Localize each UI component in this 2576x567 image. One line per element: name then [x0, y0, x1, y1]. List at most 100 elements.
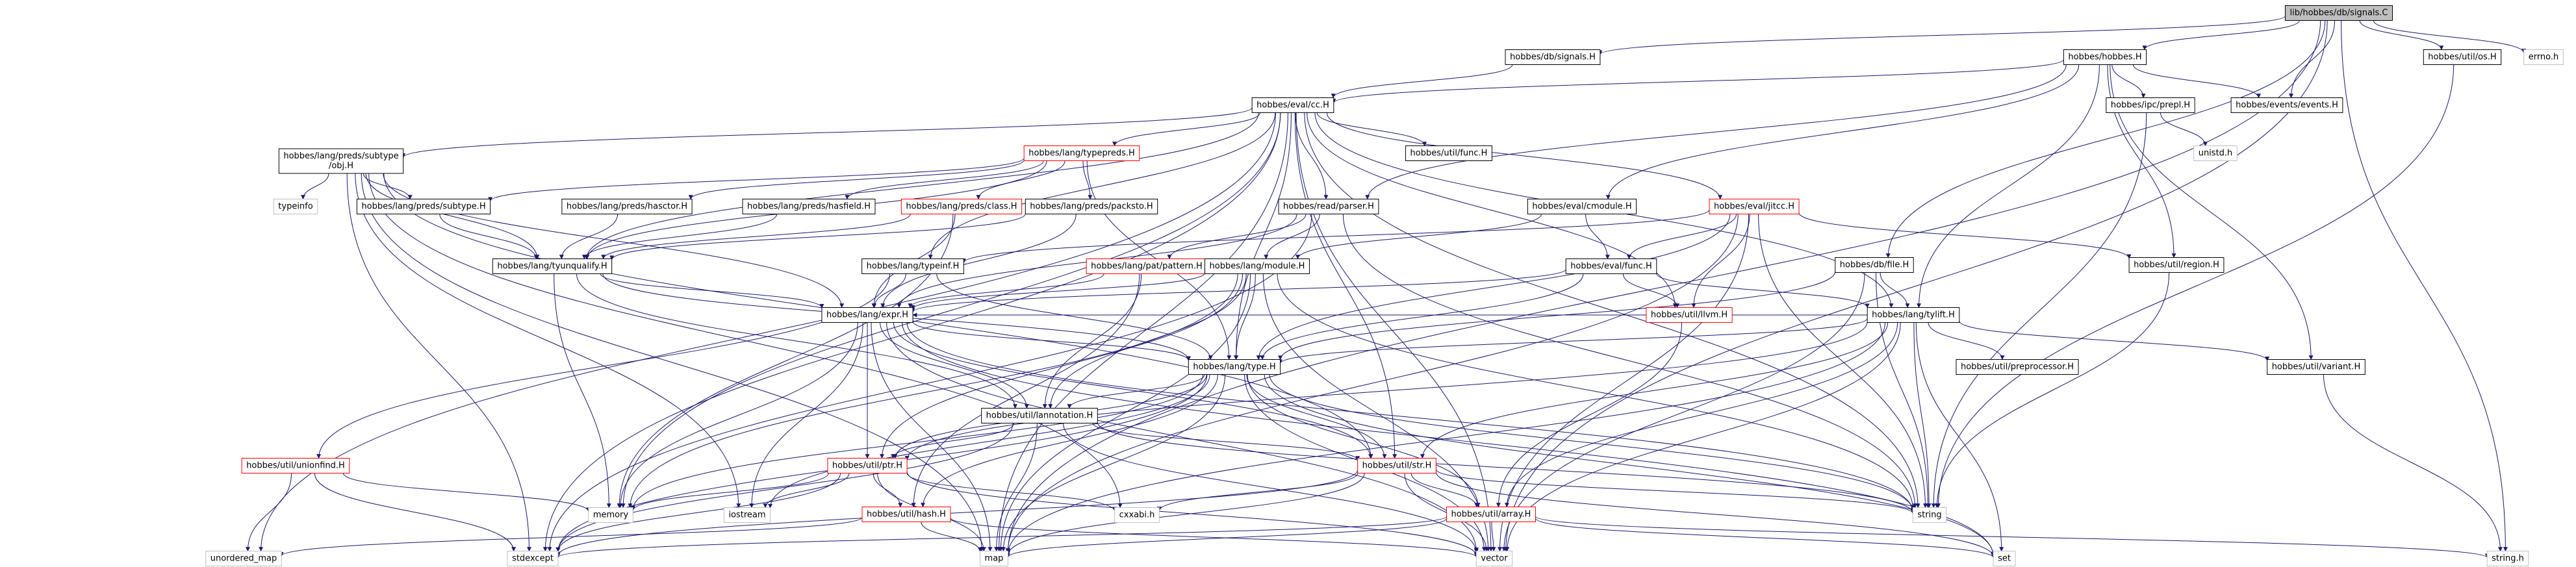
node-box: [1446, 507, 1536, 522]
node-box: [1956, 359, 2079, 375]
nodes-layer: lib/hobbes/db/signals.C hobbes/db/signals…: [205, 5, 2564, 566]
node-eval-cc-h[interactable]: hobbes/eval/cc.H: [1251, 97, 1334, 113]
edge-root-to-db-signals-h: [1598, 16, 2286, 55]
node-tyunqualify-h[interactable]: hobbes/lang/tyunqualify.H: [492, 258, 613, 274]
node-util-hash-h[interactable]: hobbes/util/hash.H: [861, 507, 951, 522]
node-box: [1023, 145, 1140, 161]
edge-util-str-h-to-cxxabi-h: [1156, 473, 1358, 512]
node-box: [1205, 258, 1310, 274]
node-root[interactable]: lib/hobbes/db/signals.C: [2284, 5, 2393, 21]
node-util-func-h[interactable]: hobbes/util/func.H: [1405, 145, 1492, 161]
node-db-signals-h[interactable]: hobbes/db/signals.H: [1505, 49, 1601, 65]
node-box: [1646, 307, 1733, 323]
node-preds-class-h[interactable]: hobbes/lang/preds/class.H: [900, 199, 1023, 214]
edge-root-to-errno-h: [2373, 20, 2527, 54]
edge-lang-type-h-to-util-array-h: [1247, 374, 1481, 508]
node-util-llvm-h[interactable]: hobbes/util/llvm.H: [1646, 307, 1733, 323]
node-vector: vector: [1475, 551, 1513, 566]
node-box: [1278, 199, 1379, 214]
node-typeinfo: typeinfo: [273, 199, 318, 214]
node-preds-subtype-h[interactable]: hobbes/lang/preds/subtype.H: [356, 199, 491, 214]
node-typeinf-h[interactable]: hobbes/lang/typeinf.H: [861, 258, 964, 274]
node-label: string.h: [2492, 554, 2524, 564]
node-label: hobbes/eval/func.H: [1570, 262, 1652, 271]
node-label: hobbes/lang/preds/hasfield.H: [747, 202, 871, 212]
node-lang-module-h[interactable]: hobbes/lang/module.H: [1205, 258, 1310, 274]
node-eval-func-h[interactable]: hobbes/eval/func.H: [1565, 258, 1657, 274]
node-eval-cmodule-h[interactable]: hobbes/eval/cmodule.H: [1527, 199, 1637, 214]
edge-eval-cmodule-h-to-lang-module-h: [1295, 214, 1542, 260]
node-box: [1867, 307, 1960, 323]
node-box: [561, 199, 693, 214]
node-db-file-h[interactable]: hobbes/db/file.H: [1835, 257, 1914, 273]
node-util-array-h[interactable]: hobbes/util/array.H: [1446, 507, 1536, 522]
node-box: [278, 148, 404, 174]
node-tylift-h[interactable]: hobbes/lang/tylift.H: [1867, 307, 1960, 323]
node-eval-jitcc-h[interactable]: hobbes/eval/jitcc.H: [1709, 199, 1800, 214]
node-label: hobbes/lang/preds/packsto.H: [1030, 202, 1153, 212]
edge-hobbes-h-to-eval-cc-h: [1331, 59, 2064, 103]
edge-eval-cc-h-to-unordered-map: [259, 112, 1276, 552]
node-hobbes-h[interactable]: hobbes/hobbes.H: [2063, 49, 2147, 65]
node-box: [2106, 97, 2195, 113]
edge-tylift-h-to-util-array-h: [1504, 322, 1898, 508]
node-label: hobbes/read/parser.H: [1283, 202, 1374, 212]
node-pat-pattern-h[interactable]: hobbes/lang/pat/pattern.H: [1086, 258, 1208, 274]
edge-hobbes-h-to-read-parser-h: [1365, 64, 2067, 200]
edge-util-str-h-to-vector: [1404, 473, 1489, 552]
node-util-region-h[interactable]: hobbes/util/region.H: [2128, 257, 2225, 273]
node-util-preprocessor-h[interactable]: hobbes/util/preprocessor.H: [1956, 359, 2079, 375]
edge-eval-cc-h-to-eval-jitcc-h: [1326, 112, 1723, 200]
edge-eval-cc-h-to-string: [1304, 112, 1920, 509]
edge-eval-cc-h-to-typeinf-h: [928, 112, 1276, 260]
node-events-h[interactable]: hobbes/events/events.H: [2230, 97, 2343, 113]
node-util-os-h[interactable]: hobbes/util/os.H: [2423, 49, 2502, 65]
edge-typeinf-h-to-lang-type-h: [936, 273, 1213, 360]
edge-root-to-util-os-h: [2359, 20, 2444, 51]
edge-tylift-h-to-lang-type-h: [1278, 318, 1868, 364]
edge-ipc-prepl-h-to-string: [1931, 112, 2147, 509]
edge-tylift-h-to-string: [1913, 322, 1932, 509]
node-read-parser-h[interactable]: hobbes/read/parser.H: [1278, 199, 1379, 214]
edge-util-lannotation-h-to-string: [1097, 422, 1915, 514]
edge-eval-cmodule-h-to-eval-func-h: [1585, 214, 1610, 260]
edge-eval-func-h-to-tylift-h: [1656, 273, 1870, 309]
node-label: hobbes/ipc/prepl.H: [2111, 101, 2190, 110]
edge-eval-jitcc-h-to-lang-type-h: [1256, 214, 1731, 360]
edge-eval-cc-h-to-stdexcept: [542, 112, 1281, 552]
node-label: typeinfo: [278, 202, 312, 212]
node-errno-h: errno.h: [2523, 49, 2564, 65]
node-box: [1565, 258, 1657, 274]
node-memory: memory: [588, 507, 633, 523]
node-label: /obj.H: [329, 161, 353, 171]
node-util-variant-h[interactable]: hobbes/util/variant.H: [2267, 359, 2366, 375]
node-util-ptr-h[interactable]: hobbes/util/ptr.H: [827, 458, 908, 473]
node-util-unconfind-h[interactable]: hobbes/util/unionfind.H: [241, 458, 350, 473]
node-box: [980, 551, 1008, 566]
node-preds-hasfield-h[interactable]: hobbes/lang/preds/hasfield.H: [742, 199, 876, 214]
node-preds-packsto-h[interactable]: hobbes/lang/preds/packsto.H: [1025, 199, 1158, 214]
edge-util-variant-h-to-string-h: [2323, 374, 2503, 552]
edge-typepreds-h-to-preds-hasfield-h: [845, 160, 1044, 200]
node-subtype-obj-h[interactable]: hobbes/lang/preds/subtype/obj.H: [278, 148, 404, 174]
edge-tylift-h-to-util-ptr-h: [904, 321, 1868, 460]
node-util-lannotation-h[interactable]: hobbes/util/lannotation.H: [981, 408, 1098, 423]
edge-root-to-events-h: [2288, 20, 2336, 99]
node-label: hobbes/eval/cmodule.H: [1532, 202, 1631, 212]
node-label: hobbes/lang/tyunqualify.H: [497, 262, 607, 271]
edge-eval-jitcc-h-to-vector: [1497, 214, 1750, 552]
edge-util-array-h-to-string-h: [1535, 516, 2490, 559]
node-box: [2128, 257, 2225, 273]
edge-util-lannotation-h-to-stdexcept: [555, 423, 1014, 552]
node-label: hobbes/lang/preds/class.H: [906, 202, 1017, 212]
node-label: hobbes/util/array.H: [1451, 510, 1531, 520]
node-box: [241, 458, 350, 473]
node-ipc-prepl-h[interactable]: hobbes/ipc/prepl.H: [2106, 97, 2195, 113]
node-preds-hasctor-h[interactable]: hobbes/lang/preds/hasctor.H: [561, 199, 693, 214]
node-lang-type-h[interactable]: hobbes/lang/type.H: [1188, 359, 1281, 375]
node-lang-expr-h[interactable]: hobbes/lang/expr.H: [821, 307, 913, 323]
edge-read-parser-h-to-string: [1342, 214, 1918, 509]
node-typepreds-h[interactable]: hobbes/lang/typepreds.H: [1023, 145, 1140, 161]
edge-lang-module-h-to-memory: [628, 273, 1238, 509]
node-util-str-h[interactable]: hobbes/util/str.H: [1357, 458, 1436, 473]
